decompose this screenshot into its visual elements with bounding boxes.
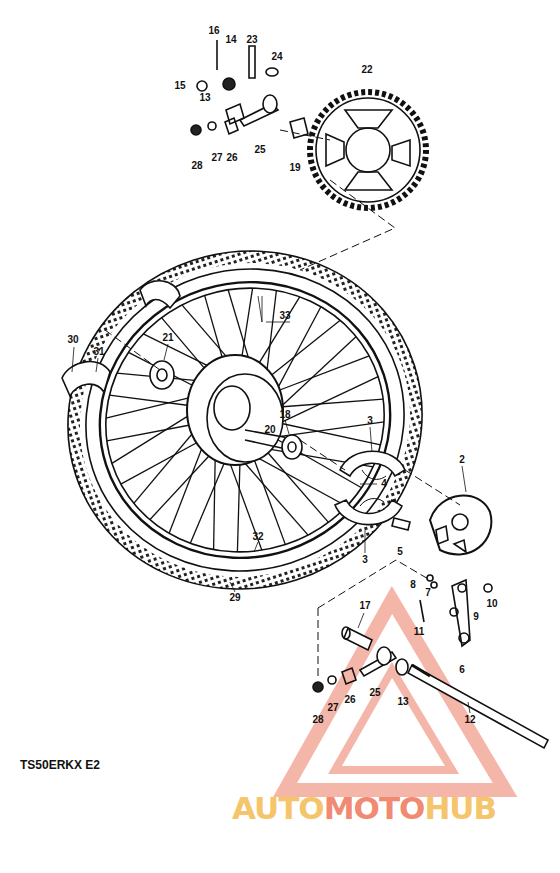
callout-number: 5 (397, 547, 403, 557)
spoke (121, 438, 206, 484)
brake-panel (392, 496, 492, 646)
callout-number: 15 (174, 81, 185, 91)
callout-number: 8 (410, 580, 416, 590)
callout-number: 3 (362, 555, 368, 565)
callout-number: 25 (254, 145, 265, 155)
callout-number: 31 (93, 347, 104, 357)
watermark-text: AUTO (232, 790, 324, 826)
spoke (150, 450, 215, 520)
callout-number: 3 (367, 416, 373, 426)
callout-number: 14 (225, 35, 236, 45)
brake-shoe (335, 451, 405, 524)
callout-number: 22 (361, 65, 372, 75)
callout-number: 30 (67, 335, 78, 345)
callout-number: 23 (246, 35, 257, 45)
callout-number: 13 (199, 93, 210, 103)
callout-number: 32 (252, 532, 263, 542)
callout-number: 17 (359, 601, 370, 611)
spoke (279, 399, 383, 407)
callout-number: 7 (425, 588, 431, 598)
spoke (270, 377, 378, 428)
callout-number: 27 (211, 153, 222, 163)
callout-number: 28 (191, 161, 202, 171)
tyre-section (62, 362, 110, 396)
bearing (282, 435, 302, 459)
callout-number: 13 (397, 697, 408, 707)
watermark: AUTOMOTOHUB (232, 790, 496, 826)
callout-number: 33 (279, 311, 290, 321)
callout-number: 26 (344, 695, 355, 705)
callout-number: 26 (226, 153, 237, 163)
callout-number: 28 (312, 715, 323, 725)
callout-number: 29 (229, 593, 240, 603)
watermark-text: MOTO (324, 790, 425, 826)
callout-number: 9 (473, 612, 479, 622)
tyre (24, 205, 466, 635)
callout-number: 25 (369, 688, 380, 698)
callout-number: 16 (208, 26, 219, 36)
sprocket (310, 92, 426, 208)
watermark-triangle (285, 600, 505, 790)
callout-number: 6 (459, 665, 465, 675)
callout-number: 10 (486, 599, 497, 609)
watermark-text: HUB (424, 790, 496, 826)
spoke (266, 450, 329, 522)
callout-number: 18 (279, 410, 290, 420)
sprocket-bolts (191, 40, 308, 138)
chain-adjuster (313, 647, 408, 692)
callout-number: 27 (327, 703, 338, 713)
callout-number: 2 (459, 455, 465, 465)
model-code: TS50ERKX E2 (20, 758, 100, 772)
callout-number: 20 (264, 425, 275, 435)
callout-number: 11 (414, 627, 425, 637)
spoke (275, 356, 370, 392)
callout-number: 4 (381, 479, 387, 489)
axle (342, 627, 548, 748)
callout-number: 21 (162, 333, 173, 343)
callout-number: 24 (271, 52, 282, 62)
callout-number: 12 (464, 715, 475, 725)
spoke (246, 451, 347, 506)
spoke (237, 461, 240, 552)
callout-number: 19 (289, 163, 300, 173)
